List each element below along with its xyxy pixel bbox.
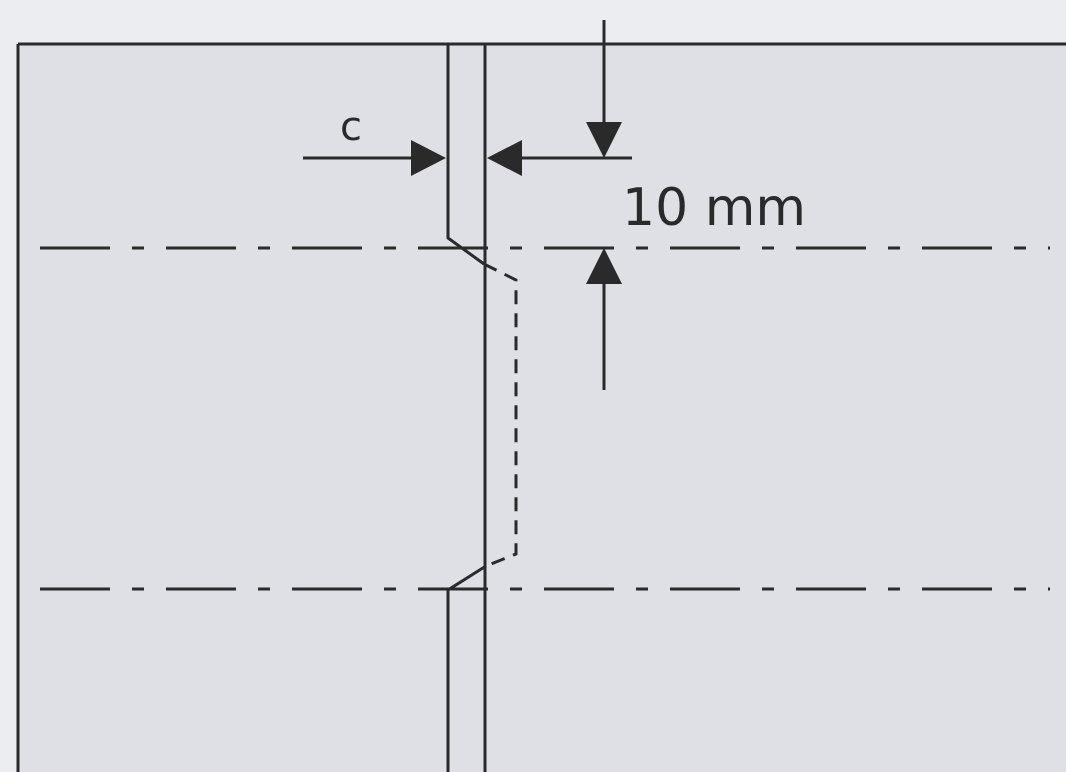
gap-arrow-right	[411, 140, 446, 176]
joint-left-edge-lower	[446, 564, 487, 772]
distance-arrow-up	[586, 248, 622, 284]
distance-arrow-down	[586, 122, 622, 158]
joint-left-edge-upper	[446, 44, 485, 266]
distance-label: 10 mm	[622, 178, 806, 238]
plate-area	[18, 44, 1066, 772]
gap-arrow-left	[487, 140, 522, 176]
gap-label: c	[340, 104, 362, 150]
hidden-offset-line	[483, 262, 518, 568]
